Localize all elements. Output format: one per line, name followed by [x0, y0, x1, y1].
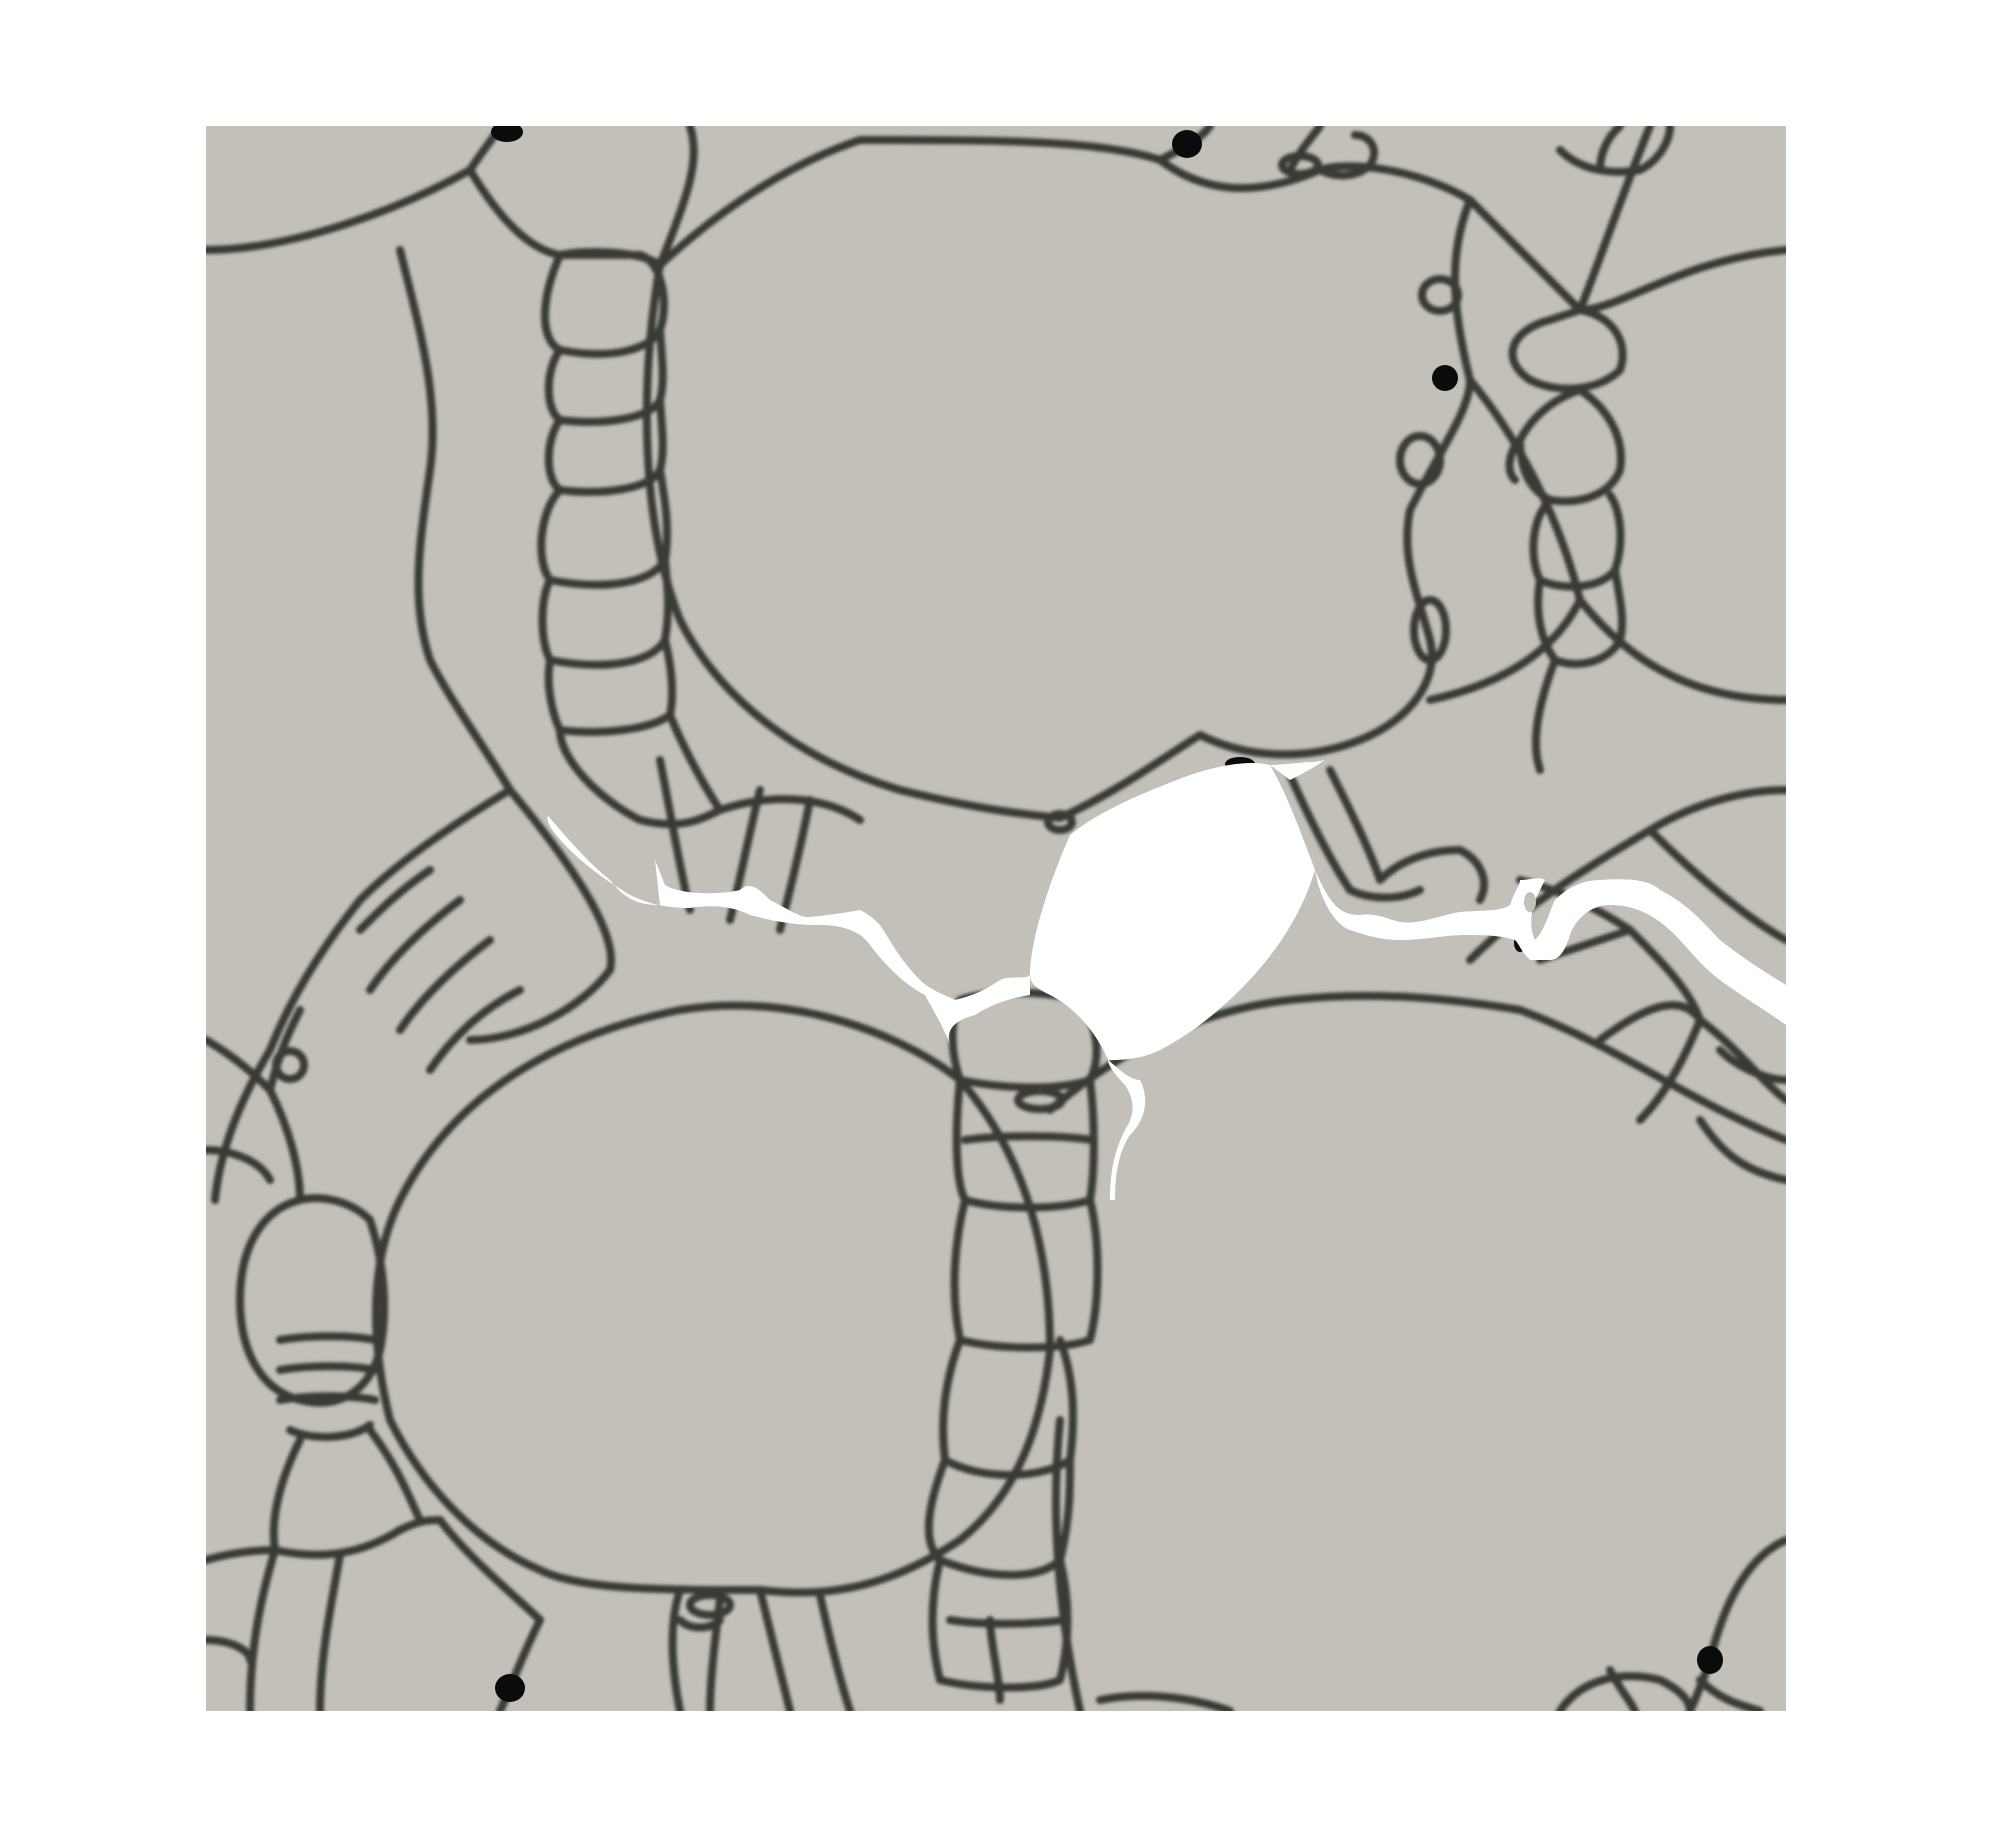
small-grain-boundary [1636, 1016, 1704, 1124]
small-grain-boundary [366, 896, 464, 994]
small-grain-boundary [1696, 1116, 1786, 1184]
crack [547, 760, 1786, 1200]
small-grain-boundary [272, 1047, 308, 1083]
small-grain-boundary [316, 1551, 344, 1711]
small-grain-boundary [1505, 436, 1524, 484]
small-grain-boundary [556, 711, 724, 829]
triple-junction-spot [495, 1674, 525, 1702]
crack-path [1315, 870, 1786, 1025]
small-grain-boundary [1696, 1676, 1764, 1711]
small-grain-boundary [1096, 1691, 1234, 1711]
small-grain-boundary [1286, 126, 1324, 174]
small-grain-boundary [816, 1591, 854, 1711]
small-grain-boundary [269, 1436, 304, 1554]
small-grain-boundary [544, 396, 667, 496]
large-grain-boundary [1576, 596, 1786, 704]
large-grain-boundary [206, 126, 504, 254]
small-grain-boundary [538, 556, 673, 669]
small-grain-boundary [246, 1546, 279, 1711]
small-grain-boundary [1396, 432, 1444, 488]
crack-void [1030, 763, 1315, 1060]
large-grain-boundary [372, 1001, 1054, 1597]
small-grain-boundary [686, 1591, 734, 1619]
small-grain-boundary [266, 1006, 304, 1094]
large-grain-boundary [466, 786, 616, 1044]
small-grain-boundary [939, 1336, 1077, 1479]
small-grain-boundary [946, 1616, 1069, 1628]
small-grain-boundary [1556, 1672, 1694, 1711]
small-grain-boundary [1556, 126, 1674, 176]
triple-junction-spot [491, 126, 523, 142]
small-grain-boundary [1286, 771, 1354, 894]
small-grain-boundary [1316, 131, 1378, 180]
small-grain-boundary [1376, 846, 1488, 904]
small-grain-boundary [1346, 886, 1424, 902]
large-grain-boundary [396, 246, 514, 794]
small-grain-boundary [961, 1132, 1096, 1144]
small-grain-boundary [716, 795, 864, 824]
triple-junction-spot [1697, 1646, 1723, 1674]
small-grain-boundary [1716, 1046, 1786, 1084]
small-grain-boundary [952, 1076, 1098, 1212]
crack-path [1270, 760, 1325, 780]
crack-path [1108, 1060, 1146, 1200]
small-grain-boundary [366, 1426, 424, 1524]
small-grain-boundary [668, 1586, 684, 1711]
small-grain-boundary [756, 1586, 794, 1711]
small-grain-boundary [950, 1196, 1102, 1352]
small-grain-boundary [1326, 766, 1384, 884]
triple-junction-spot [1432, 365, 1458, 391]
small-grain-boundary [206, 1636, 254, 1664]
small-grain-boundary [537, 466, 672, 589]
small-grain-boundary [541, 251, 668, 358]
triple-junction-spot [1172, 130, 1202, 158]
small-grain-boundary [1014, 1087, 1066, 1113]
large-grain-boundary [1576, 246, 1786, 314]
small-grain-boundary [276, 1332, 379, 1344]
small-grain-boundary [1044, 810, 1076, 834]
large-grain-boundary [1686, 1536, 1786, 1711]
small-grain-boundary [676, 1616, 724, 1632]
small-grain-boundary [1410, 596, 1450, 664]
crack-fragment [1524, 892, 1536, 912]
small-grain-boundary [426, 986, 524, 1074]
large-grain-boundary [656, 126, 698, 269]
small-grain-boundary [1531, 656, 1559, 774]
small-grain-boundary [1536, 926, 1704, 1024]
small-grain-boundary [1534, 566, 1627, 668]
large-grain-boundary [211, 786, 514, 1204]
large-grain-boundary [1646, 826, 1786, 944]
small-grain-boundary [1529, 491, 1625, 591]
small-grain-boundary [206, 1146, 274, 1184]
small-grain-boundary [1418, 275, 1462, 315]
small-grain-boundary [1596, 126, 1624, 174]
small-grain-boundary [286, 1421, 374, 1441]
small-grain-boundary [396, 936, 494, 1034]
small-grain-boundary [1278, 152, 1322, 178]
large-grain-boundary [642, 136, 1474, 822]
small-grain-boundary [924, 1456, 1074, 1579]
small-grain-boundary [206, 1516, 444, 1564]
small-grain-boundary [276, 1362, 379, 1374]
small-grain-boundary [276, 1392, 379, 1404]
small-grain-boundary [544, 636, 677, 736]
small-grain-boundary [544, 326, 667, 426]
small-grain-boundary [1606, 1666, 1639, 1711]
small-grain-boundary [356, 866, 434, 934]
